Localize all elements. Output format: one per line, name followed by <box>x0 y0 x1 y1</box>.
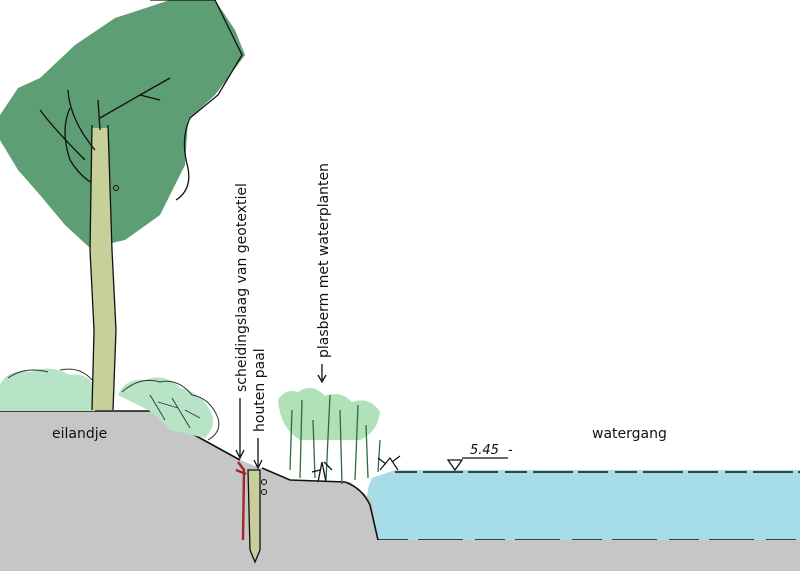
wooden-post-arrow <box>253 438 263 470</box>
separation-layer-label: scheidingslaag van geotextiel <box>234 183 250 392</box>
marsh-zone-arrow <box>317 364 327 384</box>
water-plants <box>278 387 401 485</box>
water-level-marker <box>446 459 464 472</box>
geotextile-layer <box>235 461 247 541</box>
wooden-post <box>247 469 267 564</box>
water-level-value: 5.45 <box>470 443 499 458</box>
marsh-zone-label: plasberm met waterplanten <box>316 163 332 358</box>
water-body <box>367 470 800 540</box>
waterway-label: watergang <box>592 426 667 442</box>
island-label: eilandje <box>52 426 107 442</box>
island-shrubs <box>0 368 220 441</box>
separation-layer-arrow <box>235 398 245 460</box>
tree <box>39 77 171 411</box>
wooden-post-label: houten paal <box>252 348 268 432</box>
water-level-dash: - <box>508 443 513 458</box>
tree-canopy <box>0 0 245 248</box>
soil-profile <box>0 411 800 571</box>
